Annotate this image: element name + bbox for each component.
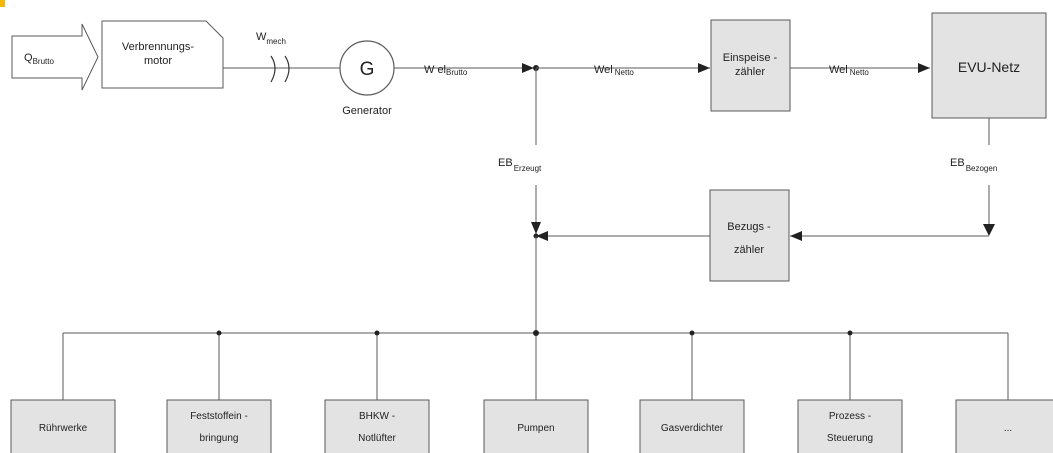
consumer-label-line1: Gasverdichter: [661, 423, 724, 434]
consumer-box: [324, 399, 430, 453]
draw-meter-box: [709, 189, 790, 282]
eb-generated-arrowhead: [531, 222, 541, 234]
bus-junction-dot: [533, 330, 539, 336]
consumer-group: Rührwerke Feststoffein - bringung BHKW - Not…: [10, 330, 1053, 453]
consumer-label-line2: Steuerung: [827, 433, 873, 444]
consumer-node: Gasverdichter: [639, 330, 745, 453]
coupling-symbol-left: [270, 55, 276, 83]
consumer-node: Rührwerke: [10, 333, 116, 453]
consumer-label-line1: ...: [1004, 423, 1012, 434]
consumer-label-line1: Pumpen: [517, 423, 554, 434]
corner-accent: [0, 0, 5, 7]
consumer-node: Pumpen: [483, 330, 589, 453]
consumer-box: [955, 399, 1053, 453]
consumer-box: [483, 399, 589, 453]
generator-label: Generator: [342, 105, 392, 117]
grid-label: EVU-Netz: [958, 59, 1020, 75]
generator-symbol: G: [360, 59, 375, 80]
consumer-box: [10, 399, 116, 453]
consumer-label-line1: Prozess -: [829, 411, 871, 422]
consumer-node: ...: [955, 333, 1053, 453]
bus-junction-dot: [689, 330, 695, 336]
consumer-box: [639, 399, 745, 453]
consumer-node: Prozess - Steuerung: [797, 330, 903, 453]
eb-generated-label: EBErzeugt: [498, 157, 542, 173]
feed-meter-box: [710, 19, 791, 112]
feed-meter-arrowhead: [698, 63, 710, 73]
junction-arrowhead: [522, 63, 534, 73]
bus-junction-dot: [374, 330, 380, 336]
eb-drawn-label: EBBezogen: [950, 157, 997, 173]
w-brutto-label: W elBrutto: [424, 64, 468, 77]
grid-arrowhead: [918, 63, 930, 73]
consumer-node: BHKW - Notlüfter: [324, 330, 430, 453]
coupling-symbol-right: [284, 55, 290, 83]
bus-junction-dot: [847, 330, 853, 336]
engine-box: [101, 20, 224, 89]
mech-label: Wmech: [256, 31, 286, 46]
grid-box: [931, 12, 1047, 119]
engine-label-line1: Verbrennungs-: [122, 41, 194, 53]
consumer-label-line1: BHKW -: [359, 411, 395, 422]
input-arrow-shape: [11, 23, 99, 91]
engine-label-line2: motor: [144, 55, 172, 67]
consumer-node: Feststoffein - bringung: [166, 330, 272, 453]
feed-meter-line1: Einspeise -: [723, 52, 778, 64]
consumer-label-line1: Feststoffein -: [190, 411, 248, 422]
draw-meter-line1: Bezugs -: [727, 221, 771, 233]
eb-drawn-arrowhead: [983, 224, 995, 236]
consumer-label-line2: Notlüfter: [358, 433, 396, 444]
consumer-box: [166, 399, 272, 453]
input-label: QBrutto: [24, 52, 54, 66]
bus-junction-dot: [216, 330, 222, 336]
consumer-label-line2: bringung: [200, 433, 239, 444]
consumer-label-line1: Rührwerke: [39, 423, 88, 434]
draw-meter-arrowhead: [790, 231, 802, 241]
consumer-box: [797, 399, 903, 453]
feed-meter-line2: zähler: [735, 66, 765, 78]
consumer-junction-arrowhead: [536, 231, 548, 241]
draw-meter-line2: zähler: [734, 244, 764, 256]
